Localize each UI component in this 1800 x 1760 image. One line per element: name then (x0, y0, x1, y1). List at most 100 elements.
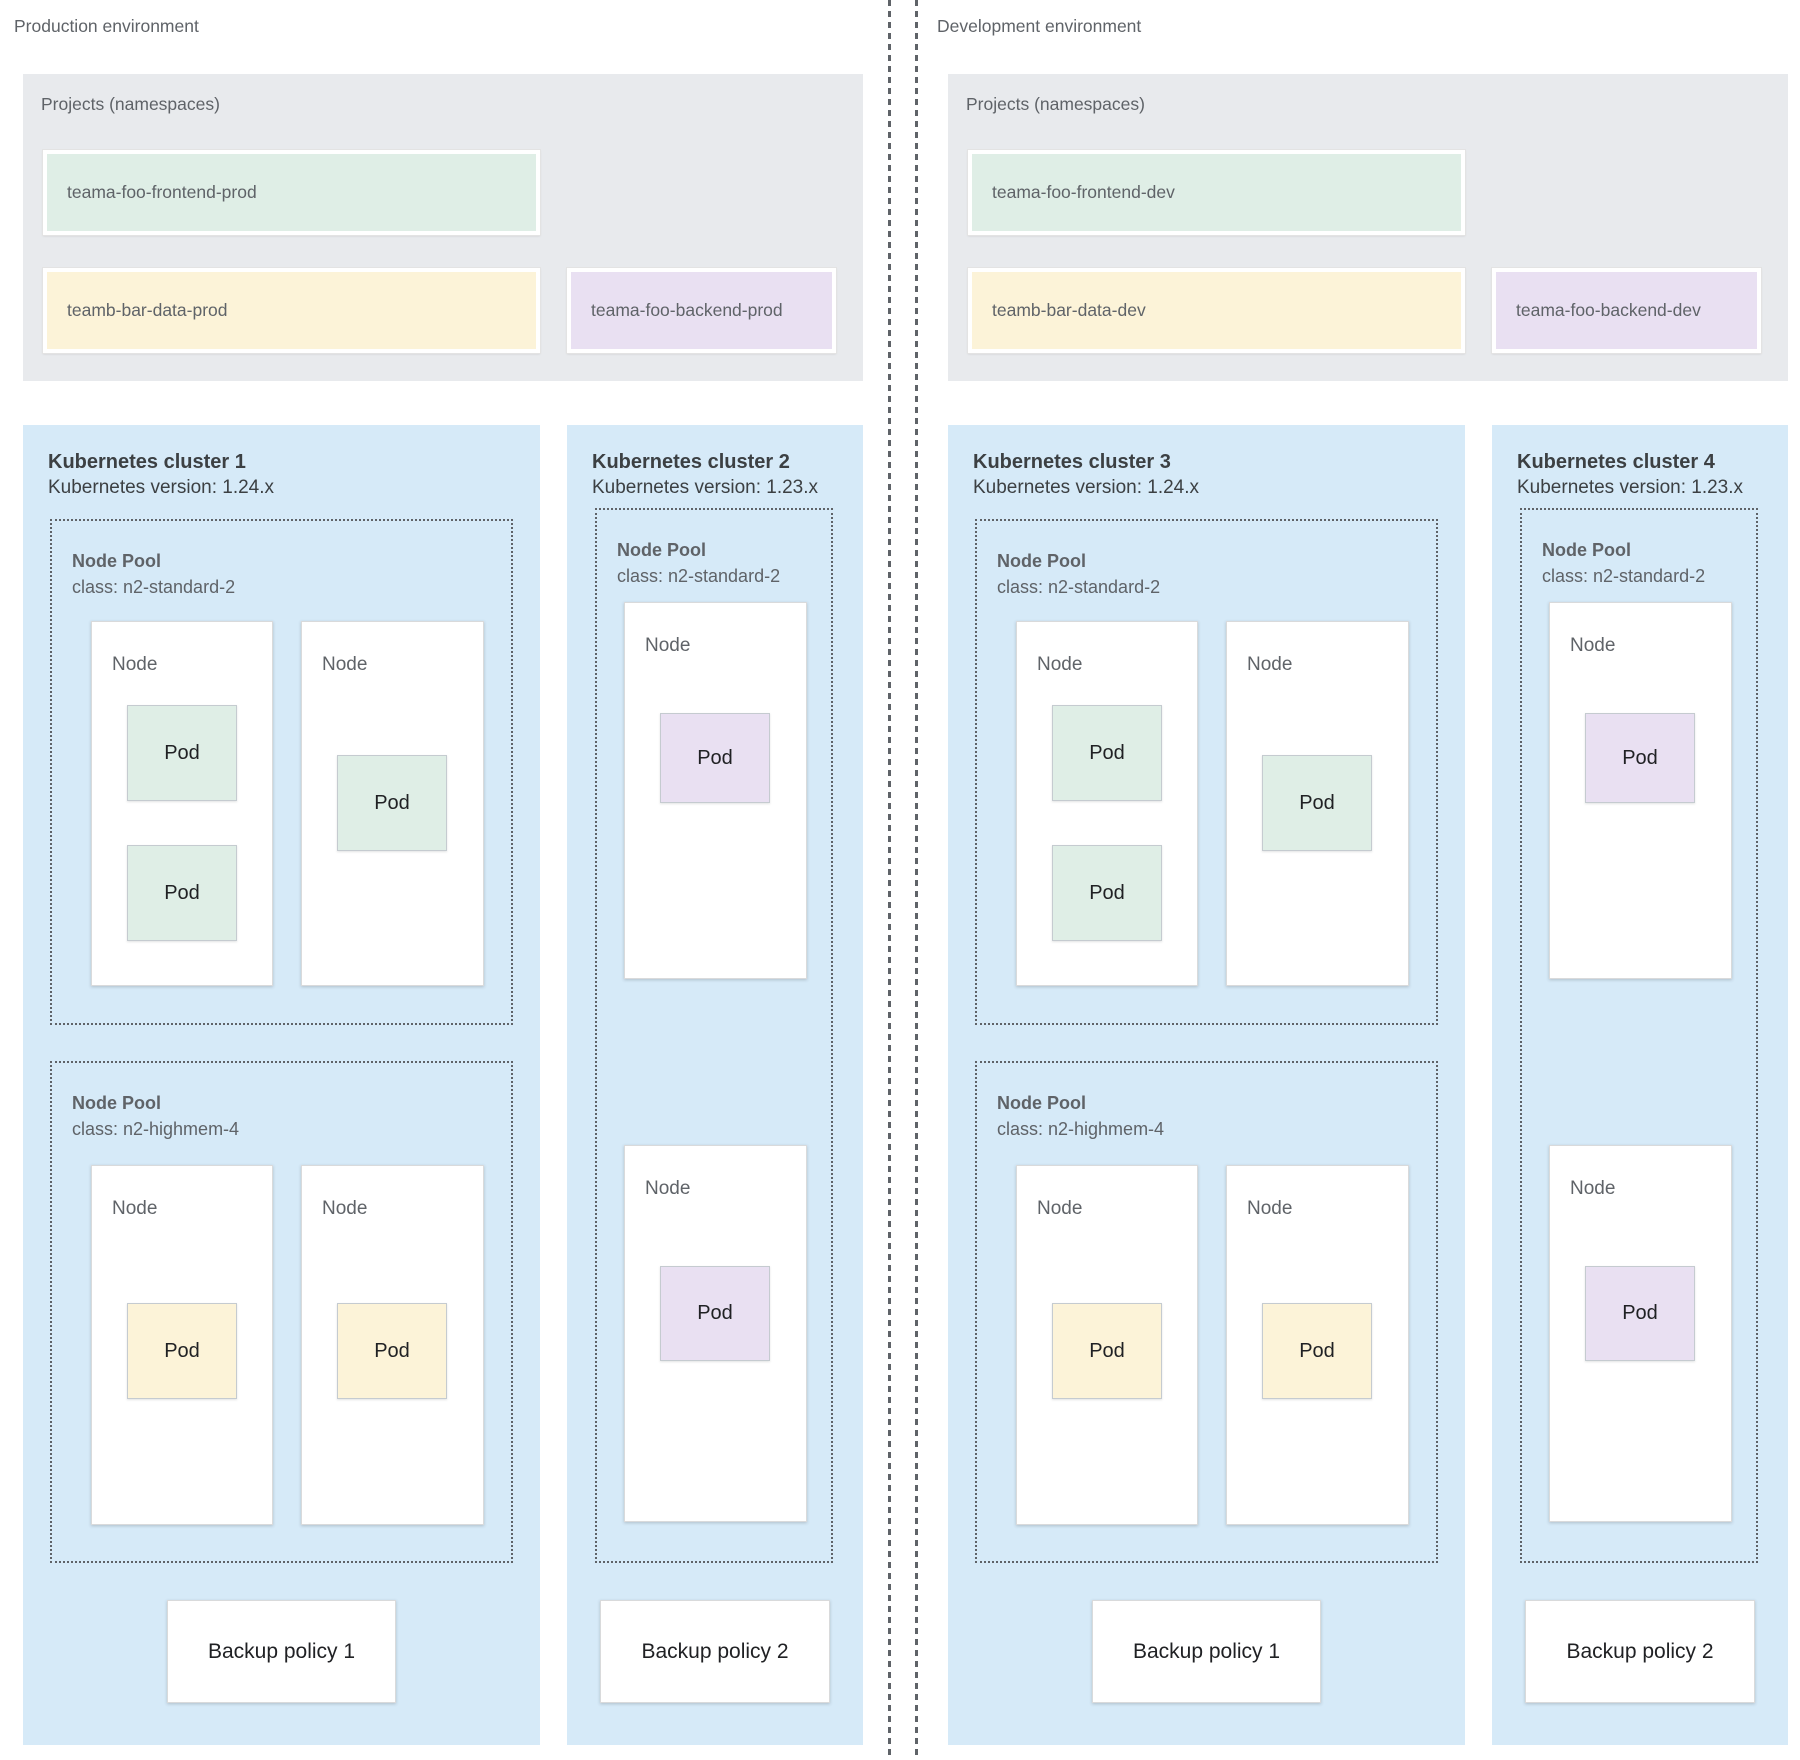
backup-policy-label: Backup policy 2 (1566, 1639, 1714, 1663)
namespace-label: teama-foo-backend-dev (1516, 300, 1701, 320)
pod-box: Pod (660, 1266, 770, 1361)
namespace-label: teama-foo-frontend-dev (992, 182, 1175, 202)
cluster-title: Kubernetes cluster 4 (1517, 451, 1715, 473)
node-label: Node (645, 635, 691, 656)
cluster-version: Kubernetes version: 1.23.x (592, 477, 819, 498)
pod-label: Pod (374, 791, 410, 814)
namespace-box: teama-foo-frontend-prod (42, 149, 541, 236)
pod-label: Pod (1089, 1339, 1125, 1362)
namespace-label: teamb-bar-data-dev (992, 300, 1146, 320)
backup-policy-label: Backup policy 1 (1132, 1639, 1281, 1663)
kubernetes-cluster-panel: Kubernetes cluster 1 Kubernetes version:… (23, 425, 540, 1745)
namespace-box: teama-foo-backend-dev (1491, 267, 1762, 354)
node-pool-class: class: n2-standard-2 (72, 577, 236, 597)
kubernetes-cluster-panel: Kubernetes cluster 2 Kubernetes version:… (567, 425, 863, 1745)
pod-box: Pod (1052, 705, 1162, 801)
environment-label: Production environment (14, 16, 199, 36)
pod-label: Pod (1299, 1339, 1335, 1362)
node-box: Node Pod (301, 1165, 484, 1525)
pod-box: Pod (1262, 755, 1372, 851)
cluster-version: Kubernetes version: 1.24.x (973, 477, 1200, 498)
backup-policy-box: Backup policy 1 (1092, 1600, 1321, 1703)
pod-box: Pod (1585, 713, 1695, 803)
pod-box: Pod (1262, 1303, 1372, 1399)
cluster-version: Kubernetes version: 1.23.x (1517, 477, 1744, 498)
node-box: Node Pod Pod (1016, 621, 1198, 986)
pod-box: Pod (1052, 845, 1162, 941)
cluster-title: Kubernetes cluster 3 (973, 451, 1171, 473)
node-pool: Node Pool class: n2-standard-2 Node Pod … (595, 508, 833, 1563)
node-pool-class: class: n2-standard-2 (617, 566, 781, 586)
pod-box: Pod (1052, 1303, 1162, 1399)
cluster-version: Kubernetes version: 1.24.x (48, 477, 275, 498)
node-box: Node Pod (1226, 621, 1409, 986)
pod-label: Pod (1622, 1302, 1658, 1324)
pod-label: Pod (164, 881, 200, 904)
node-pool-class: class: n2-highmem-4 (997, 1119, 1165, 1139)
node-box: Node Pod (1226, 1165, 1409, 1525)
node-pool: Node Pool class: n2-standard-2 Node Pod … (50, 519, 513, 1025)
node-pool: Node Pool class: n2-highmem-4 Node Pod N… (975, 1061, 1438, 1563)
node-pool-name: Node Pool (1542, 540, 1631, 560)
node-pool-name: Node Pool (72, 1093, 161, 1113)
node-label: Node (1247, 1198, 1293, 1219)
pod-label: Pod (164, 1339, 200, 1362)
pod-box: Pod (127, 1303, 237, 1399)
node-label: Node (322, 1198, 368, 1219)
projects-title: Projects (namespaces) (966, 94, 1145, 114)
namespace-box: teamb-bar-data-dev (967, 267, 1466, 354)
node-pool-class: class: n2-standard-2 (997, 577, 1161, 597)
node-label: Node (112, 654, 158, 675)
node-label: Node (1247, 654, 1293, 675)
namespace-label: teamb-bar-data-prod (67, 300, 228, 320)
node-box: Node Pod (1016, 1165, 1198, 1525)
node-pool-name: Node Pool (997, 551, 1086, 571)
pod-box: Pod (660, 713, 770, 803)
backup-policy-box: Backup policy 2 (1525, 1600, 1755, 1703)
node-box: Node Pod Pod (91, 621, 273, 986)
namespace-box: teama-foo-frontend-dev (967, 149, 1466, 236)
node-box: Node Pod (1549, 1145, 1732, 1522)
node-label: Node (112, 1198, 158, 1219)
cluster-title: Kubernetes cluster 2 (592, 451, 790, 473)
pod-label: Pod (1089, 881, 1125, 904)
pod-box: Pod (127, 845, 237, 941)
kubernetes-cluster-panel: Kubernetes cluster 4 Kubernetes version:… (1492, 425, 1788, 1745)
node-box: Node Pod (624, 602, 807, 979)
pod-label: Pod (697, 746, 733, 769)
node-pool-name: Node Pool (617, 540, 706, 560)
node-pool-class: class: n2-highmem-4 (72, 1119, 240, 1139)
pod-box: Pod (337, 755, 447, 851)
node-label: Node (322, 654, 368, 675)
backup-policy-box: Backup policy 2 (600, 1600, 830, 1703)
backup-policy-label: Backup policy 2 (641, 1639, 789, 1663)
backup-policy-box: Backup policy 1 (167, 1600, 396, 1703)
node-label: Node (1037, 654, 1083, 675)
namespace-label: teama-foo-backend-prod (591, 300, 783, 320)
node-pool-name: Node Pool (997, 1093, 1086, 1113)
pod-label: Pod (1299, 791, 1335, 814)
node-box: Node Pod (301, 621, 484, 986)
pod-label: Pod (374, 1339, 410, 1362)
namespace-box: teamb-bar-data-prod (42, 267, 541, 354)
environment-label: Development environment (937, 16, 1142, 36)
pod-box: Pod (337, 1303, 447, 1399)
projects-title: Projects (namespaces) (41, 94, 220, 114)
namespace-label: teama-foo-frontend-prod (67, 182, 257, 202)
node-pool: Node Pool class: n2-standard-2 Node Pod … (1520, 508, 1758, 1563)
node-label: Node (1570, 1178, 1616, 1199)
environment-divider-line (915, 0, 918, 1760)
cluster-title: Kubernetes cluster 1 (48, 451, 246, 473)
pod-box: Pod (127, 705, 237, 801)
node-box: Node Pod (624, 1145, 807, 1522)
node-box: Node Pod (91, 1165, 273, 1525)
projects-panel: Projects (namespaces) teama-foo-frontend… (23, 74, 863, 381)
pod-box: Pod (1585, 1266, 1695, 1361)
backup-policy-label: Backup policy 1 (207, 1639, 356, 1663)
node-box: Node Pod (1549, 602, 1732, 979)
node-pool-class: class: n2-standard-2 (1542, 566, 1706, 586)
pod-label: Pod (1089, 741, 1125, 764)
node-label: Node (1570, 635, 1616, 656)
pod-label: Pod (1622, 746, 1658, 769)
node-pool: Node Pool class: n2-standard-2 Node Pod … (975, 519, 1438, 1025)
